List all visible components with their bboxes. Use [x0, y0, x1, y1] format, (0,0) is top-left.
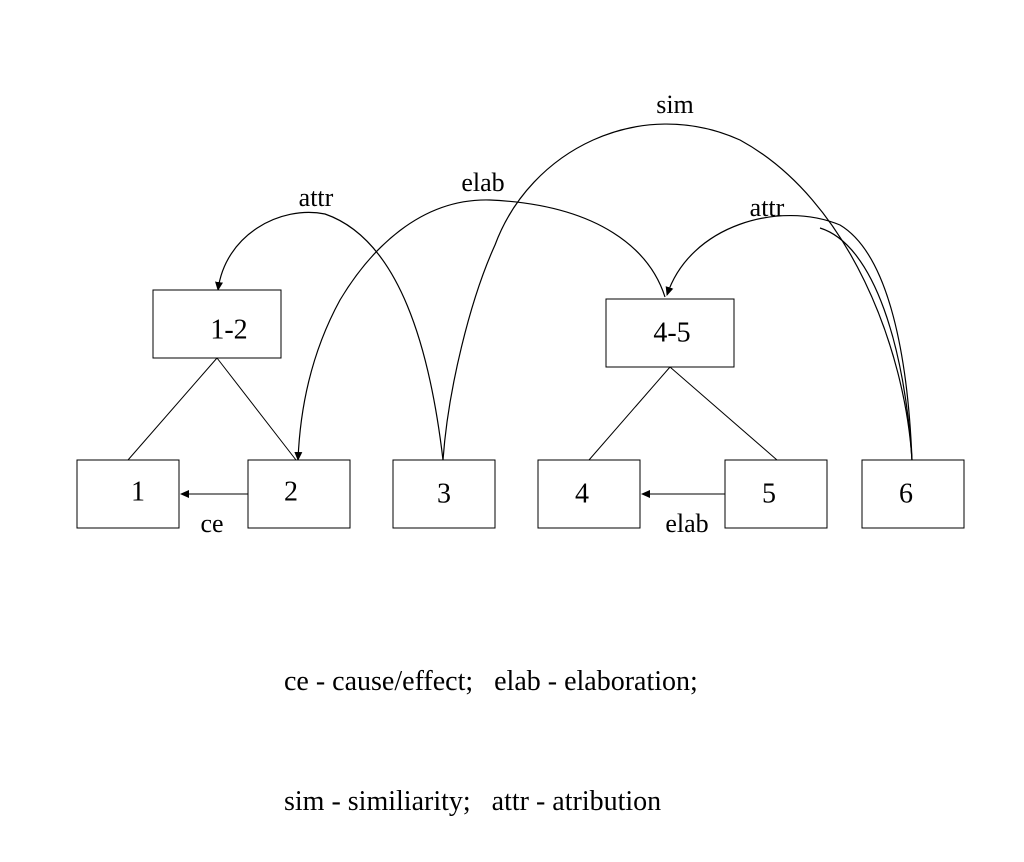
- label-ce: ce: [200, 509, 223, 538]
- arc-attr-6-to-45-inner: [819, 227, 913, 461]
- legend-line-1: ce - cause/effect; elab - elaboration;: [284, 666, 698, 697]
- node-1-label: 1: [131, 476, 145, 507]
- node-4: 4: [537, 459, 641, 529]
- label-elab-low: elab: [665, 509, 708, 538]
- node-6: 6: [861, 459, 965, 529]
- tree-edge-12-to-2: [216, 357, 297, 461]
- arc-sim-6-to-3: [442, 123, 913, 461]
- node-5-label: 5: [762, 478, 776, 509]
- node-4-5: 4-5: [605, 298, 735, 368]
- node-2: 2: [247, 459, 351, 529]
- arc-attr-6-to-45: [665, 214, 913, 461]
- label-attr-right: attr: [750, 193, 785, 222]
- node-1: 1: [76, 459, 180, 529]
- node-3-label: 3: [437, 478, 451, 509]
- node-4-5-label: 4-5: [653, 317, 690, 348]
- node-1-2: 1-2: [152, 289, 282, 359]
- arc-attr-3-to-12: [215, 211, 444, 461]
- arc-elab-45-to-2: [294, 199, 666, 461]
- tree-edge-45-to-5: [669, 366, 778, 461]
- node-4-label: 4: [575, 478, 589, 509]
- tree-edge-12-to-1: [127, 357, 218, 461]
- node-5: 5: [724, 459, 828, 529]
- tree-edge-45-to-4: [588, 366, 671, 461]
- label-sim: sim: [656, 90, 694, 119]
- legend: ce - cause/effect; elab - elaboration; s…: [284, 582, 698, 862]
- label-elab-top: elab: [461, 168, 504, 197]
- rhetorical-structure-diagram: 1-2 4-5 1 2 3 4 5 6 ce elab attr elab si…: [76, 90, 965, 538]
- node-3: 3: [392, 459, 496, 529]
- node-1-2-label: 1-2: [210, 314, 247, 345]
- node-2-label: 2: [284, 476, 298, 507]
- node-6-label: 6: [899, 478, 913, 509]
- legend-line-2: sim - similiarity; attr - atribution: [284, 786, 662, 817]
- label-attr-left: attr: [299, 183, 334, 212]
